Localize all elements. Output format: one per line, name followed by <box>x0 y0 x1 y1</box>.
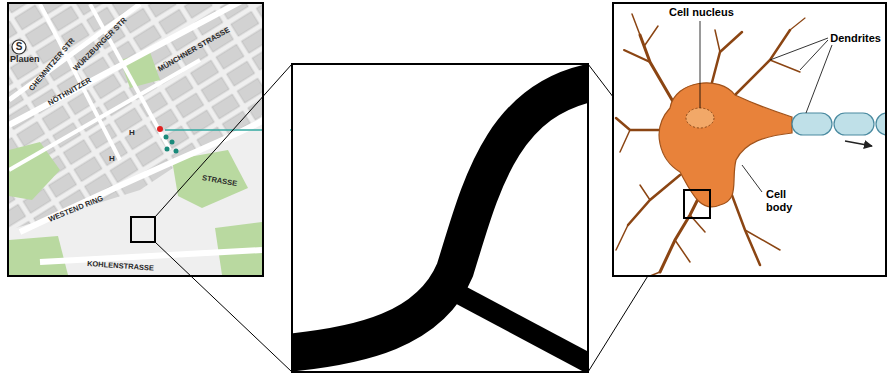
axon-segment <box>792 113 832 135</box>
neuron <box>614 4 885 275</box>
cell-nucleus <box>686 108 714 128</box>
zoom-line <box>155 64 292 217</box>
axon-segment <box>876 113 885 135</box>
park <box>9 236 68 275</box>
route-line <box>165 129 262 131</box>
leader-line <box>700 21 701 108</box>
location-dot <box>157 126 163 132</box>
map-panel: SPlauenCHEMNITZER STRWÜRZBURGER STR MÜNCH… <box>7 2 264 277</box>
street-name: WÜRZBURGER STR <box>72 16 129 73</box>
location-dot <box>174 149 179 154</box>
stop-symbol: H <box>109 154 115 163</box>
part-label: Cell body <box>764 188 800 213</box>
zoomed-branch <box>293 82 587 366</box>
street <box>20 118 262 232</box>
part-label: Dendrites <box>828 32 883 45</box>
station-symbol <box>12 40 26 54</box>
dendrites <box>616 14 805 275</box>
leader-line <box>806 45 832 113</box>
street <box>40 250 262 262</box>
street <box>9 4 262 125</box>
street-name: STRASSE <box>201 174 237 189</box>
location-dot <box>164 135 169 140</box>
branch-arm <box>455 292 587 366</box>
neuron-ground <box>614 4 885 275</box>
location-dot <box>165 147 170 152</box>
place-name: Plauen <box>10 54 40 64</box>
zoom-line <box>155 242 292 372</box>
street-name: CHEMNITZER STR <box>28 37 77 93</box>
part-label: Cell nucleus <box>667 6 736 19</box>
street <box>40 4 120 160</box>
park <box>9 142 60 200</box>
leader-line <box>742 165 762 192</box>
zoom-square <box>131 217 155 242</box>
station-symbol: S <box>15 41 23 53</box>
street-name: WESTEND RING <box>47 194 104 224</box>
signal-arrow <box>845 141 872 146</box>
stop-symbol: H <box>129 128 135 137</box>
location-dot <box>170 140 175 145</box>
street-name: NÖTHNITZER <box>47 76 93 108</box>
neuron-panel: Cell nucleusDendritesCell body <box>612 2 887 277</box>
zoom-square <box>684 190 710 218</box>
street-name: KOHLENSTRASSE <box>87 260 155 273</box>
branch-curve <box>293 82 587 353</box>
axon-segment <box>834 113 874 135</box>
city-blocks <box>9 4 262 230</box>
street-name: MÜNCHNER STRASSE <box>157 26 232 74</box>
street <box>90 4 170 150</box>
